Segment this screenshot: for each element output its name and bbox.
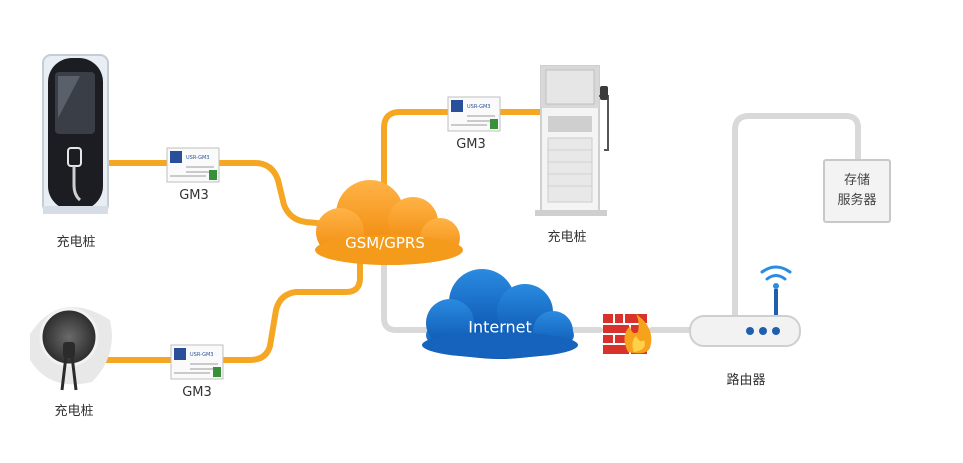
- link-charger1-to-gsm: [105, 160, 331, 227]
- gm3-module-left-top: USR-GM3: [166, 147, 220, 183]
- gm3-left-bottom-label: GM3: [182, 385, 212, 400]
- module-chip-text: USR-GM3: [467, 104, 490, 110]
- gsm-gprs-cloud-icon: [315, 180, 463, 265]
- gm3-left-top-label: GM3: [179, 188, 209, 203]
- storage-server-line2: 服务器: [837, 193, 877, 208]
- link-gsm-to-cabinet: [381, 109, 543, 201]
- link-gsm-to-internet: [381, 259, 439, 333]
- firewall-icon: [603, 314, 652, 354]
- charger-top-left-label: 充电桩: [56, 235, 96, 250]
- wireless-links: [93, 109, 543, 363]
- gsm-gprs-label: GSM/GPRS: [345, 234, 425, 252]
- router-label: 路由器: [726, 373, 766, 388]
- charger-top-right-label: 充电桩: [547, 230, 587, 245]
- storage-server-line1: 存储: [843, 173, 870, 188]
- module-chip-text: USR-GM3: [186, 155, 209, 161]
- storage-server-box: 存储 服务器: [823, 159, 891, 223]
- module-chip-text: USR-GM3: [190, 352, 213, 358]
- ev-charger-wall-icon: [42, 54, 109, 214]
- gm3-module-left-bottom: USR-GM3: [170, 344, 224, 380]
- link-charger2-to-gsm: [93, 259, 363, 363]
- gm3-module-top-right: USR-GM3: [447, 96, 501, 132]
- ev-charger-round-icon: [30, 306, 112, 391]
- link-router-to-server: [732, 113, 861, 319]
- gm3-top-right-label: GM3: [456, 137, 486, 152]
- router-icon: [689, 265, 801, 347]
- ev-charger-cabinet-icon: [535, 65, 609, 216]
- charger-bottom-left-label: 充电桩: [54, 404, 94, 419]
- internet-label: Internet: [468, 317, 532, 337]
- internet-cloud-icon: [422, 269, 578, 359]
